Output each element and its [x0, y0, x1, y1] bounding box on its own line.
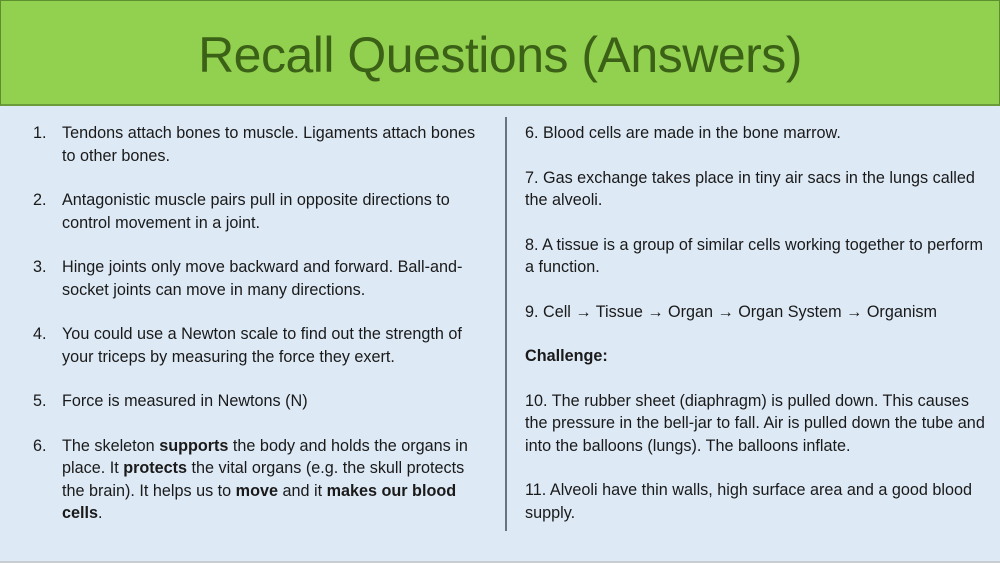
answer-item-8: 8. A tissue is a group of similar cells … [525, 235, 983, 277]
item-text: Hinge joints only move backward and forw… [62, 258, 463, 299]
answer-item-1: 1. Tendons attach bones to muscle. Ligame… [33, 122, 488, 167]
answer-item-5: 5. Force is measured in Newtons (N) [33, 390, 488, 413]
item-number: 1. [33, 124, 47, 142]
item-text: Force is measured in Newtons (N) [62, 392, 308, 410]
bold-term: move [235, 481, 278, 500]
item-number: 6. [33, 436, 47, 455]
text-segment: The skeleton [62, 436, 160, 455]
bold-term: protects [123, 459, 188, 477]
answer-item-11: 11. Alveoli have thin walls, high surfac… [525, 481, 972, 522]
item-number: 3. [33, 258, 47, 276]
title-banner: Recall Questions (Answers) [0, 0, 1000, 106]
challenge-heading: Challenge: [525, 345, 985, 368]
text-segment: the body and holds the organs in place. … [62, 436, 468, 478]
answer-item-7: 7. Gas exchange takes place in tiny air … [525, 168, 975, 210]
left-answers-column: 1. Tendons attach bones to muscle. Ligame… [33, 122, 488, 547]
answer-item-10: 10. The rubber sheet (diaphragm) is pull… [525, 391, 985, 455]
bold-term: makes our blood cells [62, 481, 457, 523]
answer-item-6b: 6. Blood cells are made in the bone marr… [525, 124, 841, 142]
item-number: 4. [33, 325, 47, 343]
right-answers-column: 6. Blood cells are made in the bone marr… [525, 122, 985, 546]
challenge-label: Challenge: [525, 347, 608, 365]
bottom-border [0, 561, 1000, 563]
item-number: 5. [33, 392, 47, 410]
page-title: Recall Questions (Answers) [198, 26, 802, 83]
bold-term: supports [159, 436, 229, 455]
answer-item-4: 4. You could use a Newton scale to find o… [33, 323, 488, 368]
item-number: 2. [33, 191, 47, 209]
column-divider [505, 117, 507, 531]
item-text: You could use a Newton scale to find out… [62, 325, 462, 366]
text-segment: . [98, 504, 103, 522]
answer-item-9: 9. Cell → Tissue → Organ → Organ System … [525, 302, 938, 321]
item-text: The skeleton supports the body and holds… [62, 435, 488, 525]
text-segment: and it [277, 481, 327, 500]
answer-item-2: 2. Antagonistic muscle pairs pull in oppo… [33, 189, 488, 234]
item-text: Antagonistic muscle pairs pull in opposi… [62, 191, 450, 232]
answer-item-6: 6. The skeleton supports the body and hol… [33, 435, 488, 525]
answer-item-3: 3. Hinge joints only move backward and fo… [33, 256, 488, 301]
item-text: Tendons attach bones to muscle. Ligament… [62, 124, 476, 165]
text-segment: the vital organs (e.g. the skull protect… [62, 459, 465, 500]
